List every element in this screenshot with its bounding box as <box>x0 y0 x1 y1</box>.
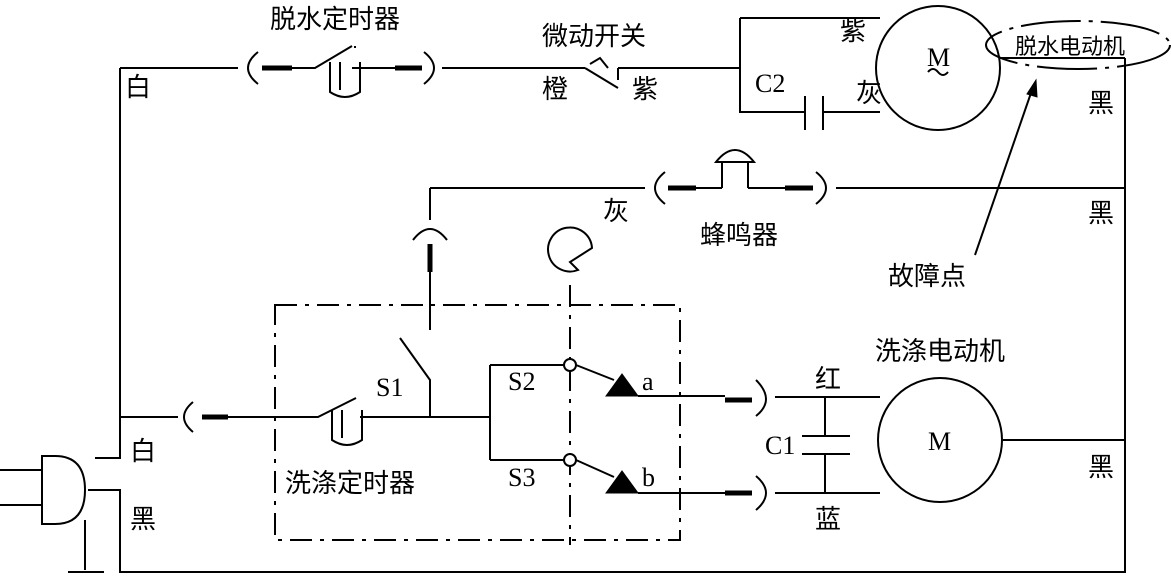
gray-cap-label: 灰 <box>856 79 882 109</box>
c1-label: C1 <box>765 431 795 460</box>
black-wire-label-3: 黑 <box>1088 453 1114 483</box>
orange-wire-label: 橙 <box>542 75 568 105</box>
black-wire-label-2: 黑 <box>1088 199 1114 229</box>
labels: 脱水定时器 微动开关 橙 紫 紫 灰 C2 M 脱水电动机 白 黑 黑 黑 灰 … <box>125 5 1125 535</box>
contact-b-label: b <box>642 463 655 492</box>
s1-label: S1 <box>376 373 403 402</box>
buzzer-label: 蜂鸣器 <box>700 221 778 251</box>
purple-switch-label: 紫 <box>632 75 658 105</box>
wash-motor-circuit <box>775 377 1003 503</box>
spin-motor-label-ellipse <box>985 20 1171 70</box>
main-wiring <box>88 57 1126 573</box>
s3-label: S3 <box>508 463 535 492</box>
black-plug-label: 黑 <box>130 505 156 535</box>
gray-buzzer-label: 灰 <box>603 197 629 227</box>
wash-timer-label: 洗涤定时器 <box>285 469 415 499</box>
fault-point-label: 故障点 <box>888 262 966 292</box>
wash-timer-block <box>183 226 767 545</box>
micro-switch-label: 微动开关 <box>542 22 646 52</box>
purple-motor-label: 紫 <box>840 17 866 47</box>
power-plug <box>0 455 104 573</box>
buzzer <box>654 149 827 205</box>
blue-wire-label: 蓝 <box>815 505 841 535</box>
wash-motor-circle <box>877 377 1003 503</box>
micro-switch <box>584 56 619 89</box>
spin-motor-circle <box>875 5 1001 131</box>
spin-motor-m-label: M <box>927 43 950 72</box>
red-wire-label: 红 <box>815 365 841 395</box>
c2-label: C2 <box>755 69 785 98</box>
white-wire-mid-label: 白 <box>130 437 156 467</box>
wash-motor-label: 洗涤电动机 <box>875 337 1005 367</box>
white-wire-top-label: 白 <box>125 73 151 103</box>
s2-label: S2 <box>508 367 535 396</box>
contact-a-label: a <box>642 367 654 396</box>
spin-motor-circuit <box>739 5 1171 256</box>
black-wire-label-1: 黑 <box>1088 89 1114 119</box>
spin-motor-label: 脱水电动机 <box>1015 35 1125 60</box>
spin-timer-label: 脱水定时器 <box>270 5 400 35</box>
fault-arrow <box>974 89 1033 256</box>
wash-motor-m-label: M <box>928 427 951 456</box>
spin-timer <box>247 45 435 98</box>
